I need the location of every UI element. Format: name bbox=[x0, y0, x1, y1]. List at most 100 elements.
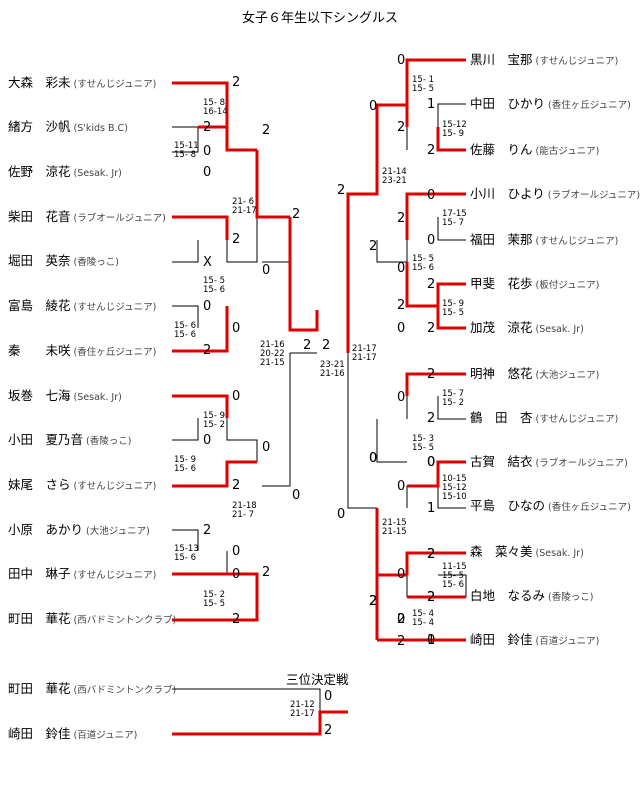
player-name: 鶴 田 杏 bbox=[470, 410, 533, 425]
match-score: 0 bbox=[397, 479, 406, 494]
player-team: (香陵っこ) bbox=[70, 257, 119, 268]
match-score: 0 bbox=[397, 321, 406, 336]
match-score: 0 bbox=[427, 455, 436, 470]
player-team: (百道ジュニア) bbox=[70, 730, 138, 741]
player-entry: 小川 ひより (ラブオールジュニア) bbox=[470, 186, 640, 204]
player-entry: 甲斐 花歩 (板付ジュニア) bbox=[470, 276, 599, 294]
match-score: 0 bbox=[397, 612, 406, 627]
match-score: 0 bbox=[427, 633, 436, 648]
match-score: 2 bbox=[337, 183, 346, 198]
player-team: (Sesak. Jr) bbox=[532, 548, 584, 559]
match-score: 2 bbox=[369, 239, 378, 254]
game-score: 15- 7 15- 2 bbox=[442, 389, 464, 408]
game-score: 15- 1 15- 5 bbox=[412, 75, 434, 94]
page-title: 女子６年生以下シングルス bbox=[241, 11, 398, 26]
match-score: 0 bbox=[232, 389, 241, 404]
match-score: 2 bbox=[427, 367, 436, 382]
match-score: 0 bbox=[369, 451, 378, 466]
player-entry: 古賀 結衣 (ラブオールジュニア) bbox=[470, 454, 628, 472]
match-score: 2 bbox=[427, 547, 436, 562]
match-score: 0 bbox=[397, 53, 406, 68]
match-score: 0 bbox=[397, 567, 406, 582]
player-team: (Sesak. Jr) bbox=[532, 324, 584, 335]
match-score: 2 bbox=[203, 120, 212, 135]
match-score: 0 bbox=[324, 689, 333, 704]
player-name: 町田 華花 bbox=[8, 611, 71, 626]
player-name: 甲斐 花歩 bbox=[470, 276, 533, 291]
match-score: X bbox=[203, 255, 212, 270]
third-place-title: 三位決定戦 bbox=[286, 672, 349, 687]
player-team: (ラブオールジュニア) bbox=[532, 458, 628, 469]
player-team: (S'kids B.C) bbox=[70, 123, 128, 134]
game-score: 15-12 15- 9 bbox=[442, 120, 467, 139]
match-score: 2 bbox=[324, 723, 333, 738]
match-score: 0 bbox=[369, 451, 378, 466]
player-name: 田中 琳子 bbox=[8, 566, 71, 581]
player-team: (すせんじジュニア) bbox=[70, 481, 157, 492]
player-name: 町田 華花 bbox=[8, 681, 71, 696]
match-score: 2 bbox=[427, 277, 436, 292]
match-score: 0 bbox=[427, 233, 436, 248]
game-score: 15- 2 15- 5 bbox=[203, 590, 225, 609]
match-score: 2 bbox=[397, 120, 406, 135]
match-score: 0 bbox=[427, 455, 436, 470]
game-score: 15-11 15- 8 bbox=[174, 141, 199, 160]
game-score: 23-21 21-16 bbox=[320, 360, 345, 379]
player-team: (すせんじジュニア) bbox=[532, 414, 619, 425]
player-team: (Sesak. Jr) bbox=[70, 168, 122, 179]
game-score: 21-18 21- 7 bbox=[232, 501, 257, 520]
player-team: (板付ジュニア) bbox=[532, 280, 600, 291]
game-score: 21-17 21-17 bbox=[352, 344, 377, 363]
match-score: 0 bbox=[292, 488, 301, 503]
game-score: 15- 5 15- 6 bbox=[203, 276, 225, 295]
game-score: 15- 8 16-14 bbox=[203, 98, 228, 117]
player-team: (香陵っこ) bbox=[83, 436, 132, 447]
player-name: 中田 ひかり bbox=[470, 96, 546, 111]
player-entry: 秦 未咲 (香住ヶ丘ジュニア) bbox=[8, 343, 156, 361]
game-score: 15- 6 15- 6 bbox=[174, 321, 196, 340]
player-name: 小田 夏乃音 bbox=[8, 432, 84, 447]
player-team: (香住ヶ丘ジュニア) bbox=[70, 347, 157, 358]
player-team: (すせんじジュニア) bbox=[70, 302, 157, 313]
match-score: 2 bbox=[427, 590, 436, 605]
game-score: 15- 4 15- 4 bbox=[412, 609, 434, 628]
match-score: 1 bbox=[427, 501, 436, 516]
match-score: 0 bbox=[397, 261, 406, 276]
match-score: 2 bbox=[203, 343, 212, 358]
player-entry: 妹尾 さら (すせんじジュニア) bbox=[8, 477, 156, 495]
game-score: 15- 3 15- 5 bbox=[412, 434, 434, 453]
match-score: 0 bbox=[203, 165, 212, 180]
player-team: (すせんじジュニア) bbox=[532, 56, 619, 67]
player-entry: 町田 華花 (西バドミントンクラブ) bbox=[8, 681, 176, 699]
player-name: 明神 悠花 bbox=[470, 366, 533, 381]
game-score: 15- 9 15- 2 bbox=[203, 411, 225, 430]
player-entry: 鶴 田 杏 (すせんじジュニア) bbox=[470, 410, 618, 428]
player-team: (能古ジュニア) bbox=[532, 146, 600, 157]
player-entry: 佐藤 りん (能古ジュニア) bbox=[470, 142, 599, 160]
match-score: 2 bbox=[427, 547, 436, 562]
player-team: (香住ヶ丘ジュニア) bbox=[545, 100, 631, 111]
player-entry: 町田 華花 (西バドミントンクラブ) bbox=[8, 611, 176, 629]
match-score: 1 bbox=[427, 633, 436, 648]
match-score: 2 bbox=[232, 612, 241, 627]
match-score: 2 bbox=[369, 594, 378, 609]
player-name: 坂巻 七海 bbox=[8, 388, 71, 403]
player-name: 佐藤 りん bbox=[470, 142, 533, 157]
player-entry: 崎田 鈴佳 (百道ジュニア) bbox=[8, 726, 137, 744]
player-entry: 加茂 涼花 (Sesak. Jr) bbox=[470, 320, 584, 338]
player-entry: 坂巻 七海 (Sesak. Jr) bbox=[8, 388, 122, 406]
player-team: (すせんじジュニア) bbox=[532, 236, 619, 247]
player-name: 大森 彩未 bbox=[8, 75, 71, 90]
player-name: 加茂 涼花 bbox=[470, 320, 533, 335]
match-score: 2 bbox=[292, 207, 301, 222]
match-score: 2 bbox=[232, 232, 241, 247]
match-score: 0 bbox=[203, 299, 212, 314]
player-entry: 田中 琳子 (すせんじジュニア) bbox=[8, 566, 156, 584]
player-name: 富島 綾花 bbox=[8, 298, 71, 313]
match-score: 2 bbox=[427, 590, 436, 605]
player-entry: 小田 夏乃音 (香陵っこ) bbox=[8, 432, 131, 450]
game-score: 21- 6 21-17 bbox=[232, 197, 257, 216]
player-team: (Sesak. Jr) bbox=[70, 392, 122, 403]
match-score: 0 bbox=[369, 99, 378, 114]
game-score: 17-15 15- 7 bbox=[442, 209, 467, 228]
